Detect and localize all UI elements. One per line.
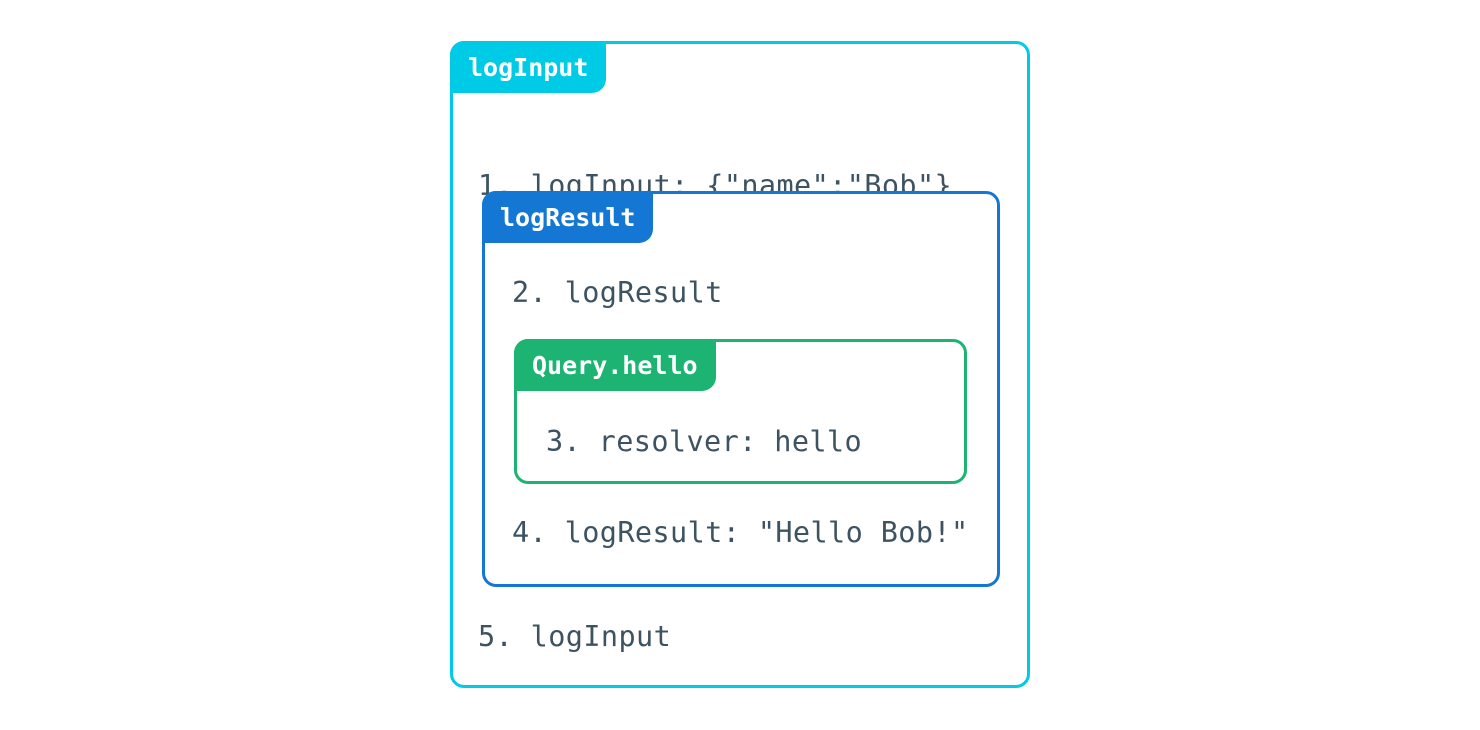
trace-line-2: 2. logResult	[512, 276, 723, 309]
trace-line-3: 3. resolver: hello	[546, 425, 863, 458]
frame-label-query-hello: Query.hello	[514, 339, 716, 391]
frame-logresult[interactable]: logResult 2. logResult Query.hello 3. re…	[482, 191, 1000, 587]
frame-label-logresult: logResult	[482, 191, 654, 243]
trace-line-5: 5. logInput	[478, 620, 672, 653]
frame-label-loginput: logInput	[450, 41, 607, 93]
trace-line-4: 4. logResult: "Hello Bob!"	[512, 516, 969, 549]
frame-query-hello[interactable]: Query.hello 3. resolver: hello	[514, 339, 967, 484]
frame-loginput[interactable]: logInput 1. logInput: {"name":"Bob"} log…	[450, 41, 1030, 688]
